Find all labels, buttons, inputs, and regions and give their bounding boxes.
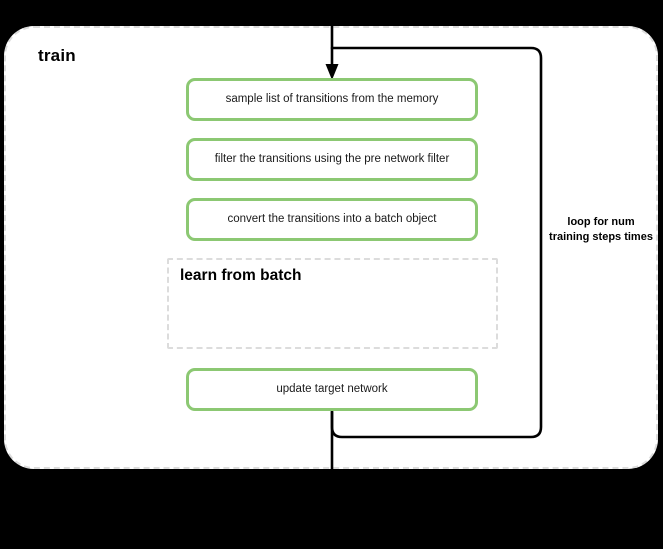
node-filter-transitions[interactable]: filter the transitions using the pre net… <box>186 138 478 181</box>
annotation-loop-label: loop for num training steps times <box>549 216 653 243</box>
node-convert-to-batch[interactable]: convert the transitions into a batch obj… <box>186 198 478 241</box>
node-update-target-network[interactable]: update target network <box>186 368 478 411</box>
subgroup-title-learn-from-batch: learn from batch <box>180 267 302 284</box>
group-title-train: train <box>38 46 76 65</box>
node-sample-transitions[interactable]: sample list of transitions from the memo… <box>186 78 478 121</box>
subgroup-frame-learn-from-batch <box>167 258 498 349</box>
